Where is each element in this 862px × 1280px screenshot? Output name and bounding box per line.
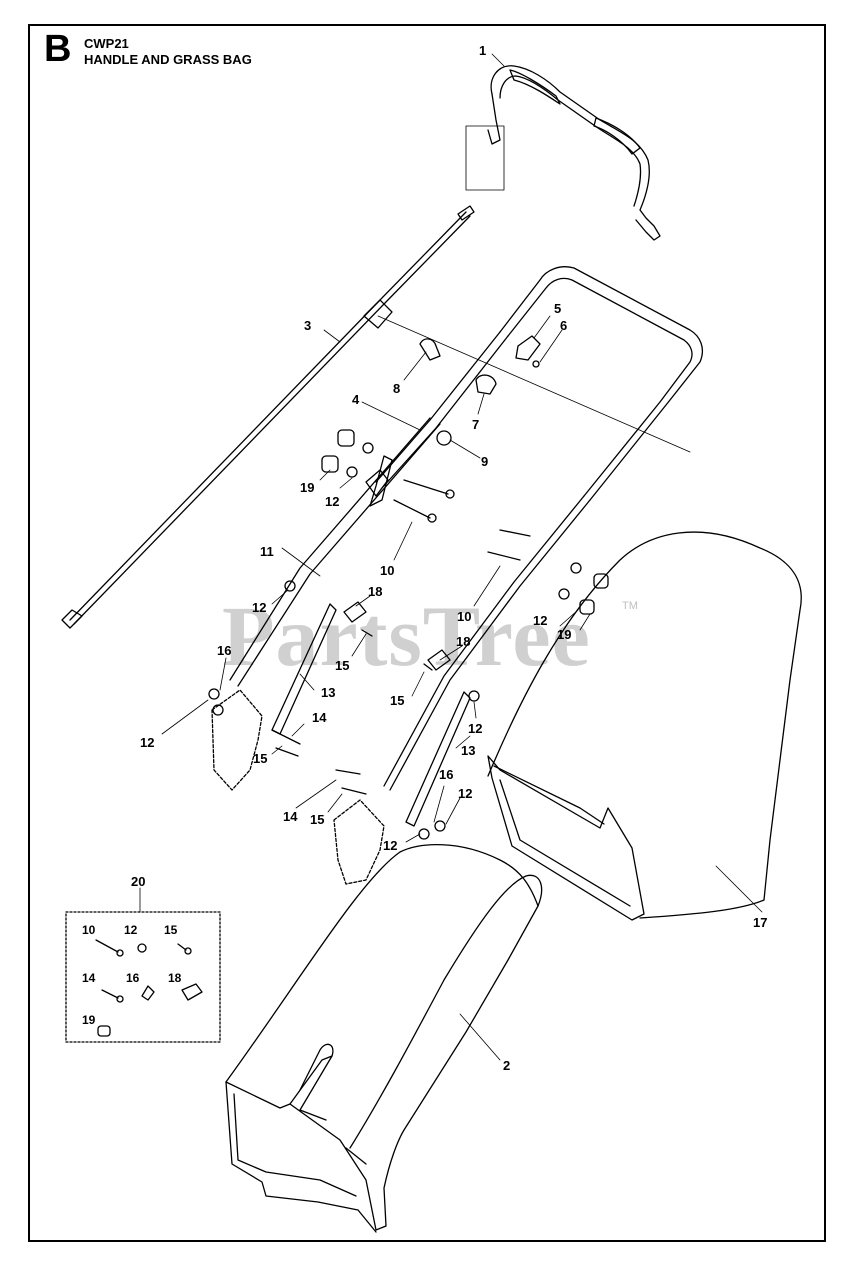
callout-16b: 16: [439, 767, 453, 782]
callout-7: 7: [472, 417, 479, 432]
callout-15a: 15: [335, 658, 349, 673]
watermark-tm: TM: [622, 600, 638, 612]
callout-12e: 12: [468, 721, 482, 736]
bag-frame-part[interactable]: [225, 843, 543, 1233]
callout-labels: 1 2 3 4 5 6 7 8 9 10 10 11 12 12 12 12 1…: [131, 43, 767, 1073]
callout-15b: 15: [390, 693, 404, 708]
callout-16a: 16: [217, 643, 231, 658]
callout-2: 2: [503, 1058, 510, 1073]
cable-clip-part[interactable]: [419, 338, 441, 361]
lever-part-5[interactable]: [515, 335, 541, 361]
kit-label-16: 16: [126, 971, 140, 985]
callout-1: 1: [479, 43, 486, 58]
kit-label-12: 12: [124, 923, 138, 937]
diagram-frame: [28, 24, 826, 1242]
callout-10b: 10: [457, 609, 471, 624]
model-number: CWP21: [84, 36, 129, 51]
callout-12g: 12: [383, 838, 397, 853]
left-spacers-part-19[interactable]: [321, 429, 374, 478]
grass-bag-part[interactable]: [487, 531, 802, 921]
kit-label-15: 15: [164, 923, 178, 937]
callout-20: 20: [131, 874, 145, 889]
kit-label-14: 14: [82, 971, 96, 985]
deck-mount-right: [333, 799, 385, 885]
callout-12c: 12: [140, 735, 154, 750]
callout-13b: 13: [461, 743, 475, 758]
control-cable-part[interactable]: [61, 205, 691, 629]
upper-handle-part[interactable]: [487, 65, 661, 241]
callout-12f: 12: [458, 786, 472, 801]
bracket-part-13-right[interactable]: [405, 691, 471, 827]
screw-part-6[interactable]: [532, 360, 540, 368]
section-letter: B: [44, 28, 72, 70]
bolts-part-10[interactable]: [393, 479, 531, 561]
callout-19a: 19: [300, 480, 314, 495]
callout-19b: 19: [557, 627, 571, 642]
callout-10a: 10: [380, 563, 394, 578]
callout-6: 6: [560, 318, 567, 333]
bushing-part-18-right[interactable]: [427, 649, 451, 671]
knob-part-9[interactable]: [436, 430, 452, 446]
callout-14b: 14: [283, 809, 298, 824]
diagram-title: HANDLE AND GRASS BAG: [84, 52, 252, 67]
callout-13a: 13: [321, 685, 335, 700]
callout-3: 3: [304, 318, 311, 333]
callout-4: 4: [352, 392, 360, 407]
kit-hardware-icons: [95, 939, 203, 1037]
knob-part-7[interactable]: [475, 374, 497, 395]
bushing-part-18-left[interactable]: [343, 601, 367, 623]
callout-9: 9: [481, 454, 488, 469]
callout-15d: 15: [310, 812, 324, 827]
lower-handle-bar-left-part[interactable]: [229, 417, 441, 687]
callout-12a: 12: [325, 494, 339, 509]
hardware-kit-box: [65, 911, 221, 1043]
callout-18a: 18: [368, 584, 382, 599]
callout-17: 17: [753, 915, 767, 930]
callout-18b: 18: [456, 634, 470, 649]
watermark: PartsTree: [222, 588, 591, 684]
deck-mount-left: [211, 689, 263, 791]
kit-label-10: 10: [82, 923, 96, 937]
kit-label-19: 19: [82, 1013, 96, 1027]
callout-12b: 12: [252, 600, 266, 615]
right-spacers-part-19[interactable]: [558, 562, 609, 615]
callout-12d: 12: [533, 613, 547, 628]
nuts-part-12[interactable]: [208, 580, 480, 840]
callout-8: 8: [393, 381, 400, 396]
callout-14a: 14: [312, 710, 327, 725]
lower-handle-frame[interactable]: [375, 266, 704, 791]
callout-5: 5: [554, 301, 561, 316]
kit-labels: 10 12 15 14 16 18 19: [82, 923, 182, 1027]
callout-11: 11: [260, 544, 274, 559]
kit-label-18: 18: [168, 971, 182, 985]
callout-15c: 15: [253, 751, 267, 766]
